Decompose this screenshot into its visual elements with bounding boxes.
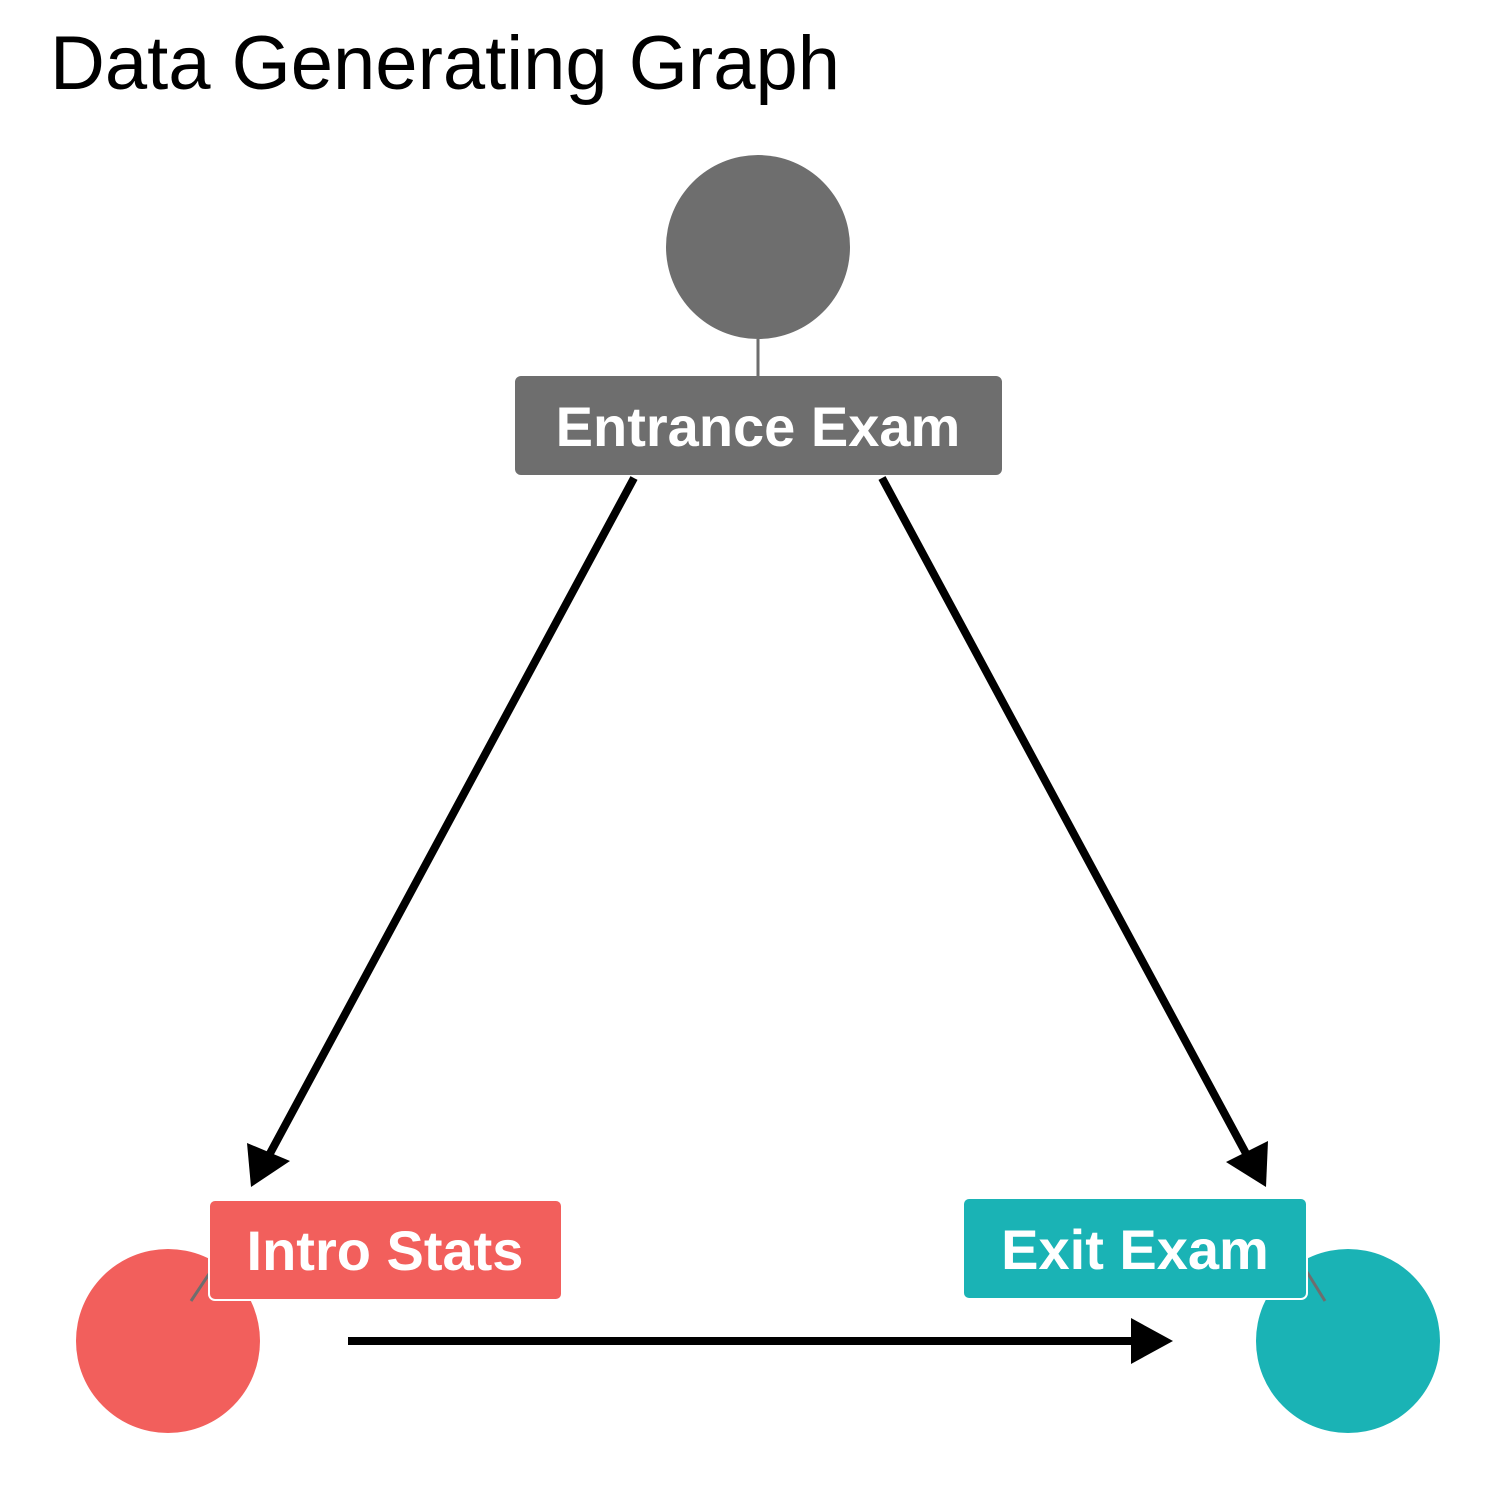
arrowhead-entrance-to-exit [1226,1141,1268,1187]
label-connector-intro [189,1273,211,1302]
node-entrance-exam: Entrance Exam [515,155,1002,475]
arrowhead-intro-to-exit [1131,1318,1173,1364]
edge-entrance-to-exit [878,476,1260,1174]
node-intro-stats: Intro Stats [76,1199,563,1433]
diagram-title: Data Generating Graph [50,21,841,106]
node-label-intro: Intro Stats [247,1219,524,1282]
label-connector-exit [1305,1271,1327,1302]
arrowhead-entrance-to-intro [247,1143,290,1187]
node-label-box-exit [962,1197,1308,1300]
node-label-exit: Exit Exam [1001,1218,1269,1281]
node-circle-entrance [666,155,850,339]
node-label-box-intro [208,1199,563,1301]
node-label-box-entrance [515,376,1002,475]
node-label-entrance: Entrance Exam [556,395,961,458]
node-exit-exam: Exit Exam [962,1197,1440,1433]
edge-entrance-to-intro [256,476,638,1174]
edges [247,476,1268,1364]
